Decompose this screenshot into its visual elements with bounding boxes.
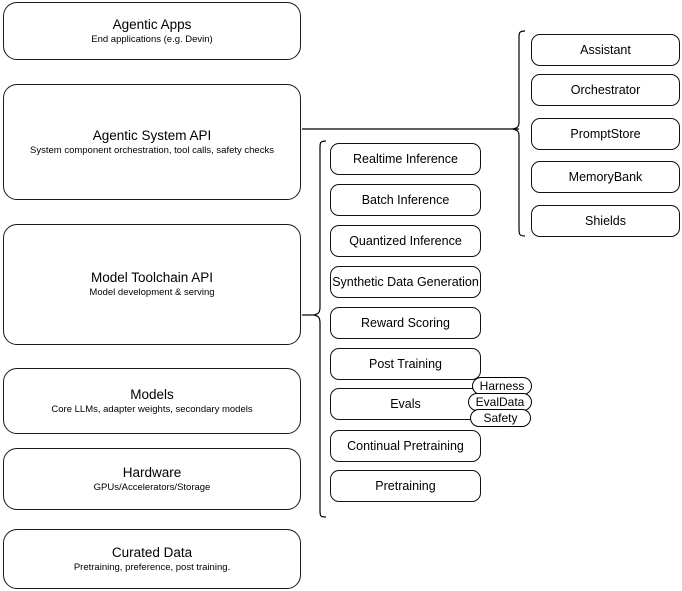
layer-box-agentic-system-api[interactable]: Agentic System API System component orch… <box>3 84 301 200</box>
system-item-assistant[interactable]: Assistant <box>531 34 680 66</box>
item-label: Reward Scoring <box>361 315 450 330</box>
evals-badge-safety[interactable]: Safety <box>470 409 531 427</box>
item-label: Post Training <box>369 356 442 371</box>
layer-title: Curated Data <box>111 544 193 560</box>
item-label: Batch Inference <box>361 192 450 207</box>
layer-subtitle: Model development & serving <box>89 287 215 298</box>
layer-title: Models <box>130 386 174 402</box>
toolchain-item-batch-inference[interactable]: Batch Inference <box>330 184 481 216</box>
badge-label: EvalData <box>475 395 525 409</box>
system-item-orchestrator[interactable]: Orchestrator <box>531 74 680 106</box>
system-item-promptstore[interactable]: PromptStore <box>531 118 680 150</box>
layer-box-curated-data[interactable]: Curated Data Pretraining, preference, po… <box>3 529 301 589</box>
layer-title: Model Toolchain API <box>90 270 214 285</box>
layer-subtitle: GPUs/Accelerators/Storage <box>93 481 211 493</box>
layer-subtitle: System component orchestration, tool cal… <box>30 144 274 156</box>
layer-subtitle: Core LLMs, adapter weights, secondary mo… <box>51 403 253 415</box>
toolchain-item-synthetic-data-generation[interactable]: Synthetic Data Generation <box>330 266 481 298</box>
item-label: Synthetic Data Generation <box>332 274 479 289</box>
system-item-memorybank[interactable]: MemoryBank <box>531 161 680 193</box>
item-label: MemoryBank <box>568 169 643 184</box>
toolchain-item-pretraining[interactable]: Pretraining <box>330 470 481 502</box>
layer-title: Agentic Apps <box>112 16 192 32</box>
system-item-shields[interactable]: Shields <box>531 205 680 237</box>
layer-title: Hardware <box>122 464 182 480</box>
item-label: Assistant <box>580 42 631 57</box>
layer-box-models[interactable]: Models Core LLMs, adapter weights, secon… <box>3 368 301 434</box>
brace-system-components <box>512 30 526 237</box>
brace-toolchain-components <box>313 140 327 518</box>
toolchain-item-realtime-inference[interactable]: Realtime Inference <box>330 143 481 175</box>
item-label: PromptStore <box>570 126 641 141</box>
item-label: Pretraining <box>375 478 436 493</box>
toolchain-item-continual-pretraining[interactable]: Continual Pretraining <box>330 430 481 462</box>
toolchain-item-evals[interactable]: Evals <box>330 388 481 420</box>
item-label: Orchestrator <box>570 82 641 97</box>
item-label: Realtime Inference <box>353 151 458 166</box>
badge-label: Safety <box>483 411 518 425</box>
badge-label: Harness <box>479 379 525 393</box>
layer-box-agentic-apps[interactable]: Agentic Apps End applications (e.g. Devi… <box>3 2 301 60</box>
layer-subtitle: Pretraining, preference, post training. <box>73 561 231 573</box>
item-label: Shields <box>585 213 626 228</box>
item-label: Evals <box>390 396 421 411</box>
toolchain-item-reward-scoring[interactable]: Reward Scoring <box>330 307 481 339</box>
toolchain-item-quantized-inference[interactable]: Quantized Inference <box>330 225 481 257</box>
item-label: Quantized Inference <box>349 233 462 248</box>
layer-box-hardware[interactable]: Hardware GPUs/Accelerators/Storage <box>3 448 301 510</box>
layer-title: Agentic System API <box>92 127 212 143</box>
toolchain-item-post-training[interactable]: Post Training <box>330 348 481 380</box>
item-label: Continual Pretraining <box>347 438 464 453</box>
layer-subtitle: End applications (e.g. Devin) <box>91 33 213 45</box>
layer-box-model-toolchain-api[interactable]: Model Toolchain API Model development & … <box>3 224 301 345</box>
